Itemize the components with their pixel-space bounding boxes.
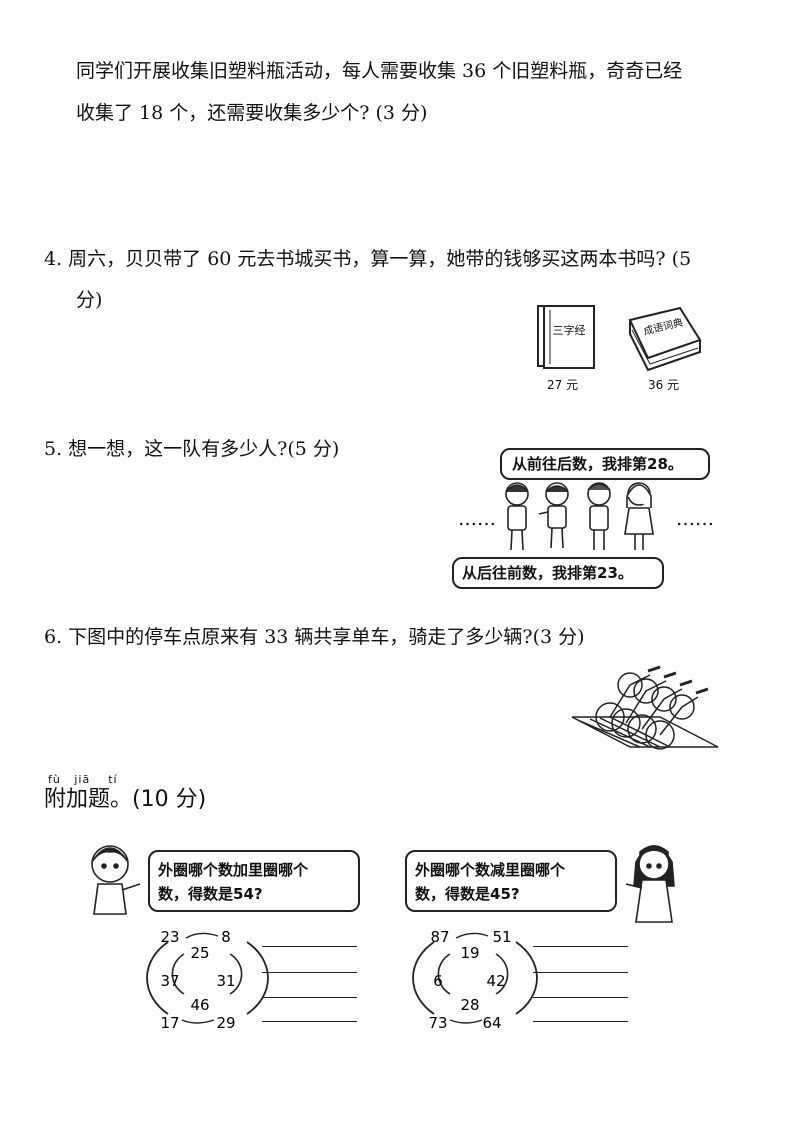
left-outer-n2: 8 bbox=[221, 928, 231, 946]
left-outer-n3: 37 bbox=[160, 972, 179, 990]
left-inner-n2: 46 bbox=[190, 996, 209, 1014]
left-bubble-line1: 外圈哪个数加里圈哪个 bbox=[158, 861, 309, 879]
dots-left: …… bbox=[458, 508, 496, 530]
right-outer-n5: 73 bbox=[428, 1014, 447, 1032]
book2-price: 36 元 bbox=[648, 378, 680, 392]
right-speech-bubble: 外圈哪个数减里圈哪个 数，得数是45? bbox=[405, 850, 617, 912]
right-inner-n1: 19 bbox=[460, 944, 479, 962]
right-outer-n1: 87 bbox=[430, 928, 449, 946]
speech-bubble-front: 从前往后数，我排第28。 bbox=[500, 448, 710, 480]
right-outer-n3: 6 bbox=[433, 972, 443, 990]
book1-price: 27 元 bbox=[547, 378, 579, 392]
left-outer-n6: 29 bbox=[216, 1014, 235, 1032]
left-answer-blank-3[interactable] bbox=[262, 997, 357, 998]
dots-right: …… bbox=[676, 508, 714, 530]
right-bubble-line2: 数，得数是45? bbox=[415, 885, 520, 903]
right-answer-blank-4[interactable] bbox=[533, 1021, 628, 1022]
left-answer-blank-2[interactable] bbox=[262, 972, 357, 973]
extra-title-text: 附加题。 bbox=[44, 787, 133, 812]
right-outer-n4: 42 bbox=[486, 972, 505, 990]
left-outer-n4: 31 bbox=[216, 972, 235, 990]
books-illustration: 三字经 成语词典 bbox=[537, 305, 702, 372]
extra-title: 附加题。(10 分) bbox=[44, 785, 206, 815]
boy-illustration bbox=[91, 845, 141, 915]
bubble-back-text: 从后往前数，我排第23。 bbox=[462, 564, 633, 582]
left-number-circle: 23 8 37 31 17 29 25 46 bbox=[146, 928, 269, 1032]
left-bubble-line2: 数，得数是54? bbox=[158, 885, 263, 903]
left-outer-n1: 23 bbox=[160, 928, 179, 946]
right-bubble-line1: 外圈哪个数减里圈哪个 bbox=[415, 861, 566, 879]
right-inner-n2: 28 bbox=[460, 996, 479, 1014]
left-answer-blank-1[interactable] bbox=[262, 946, 357, 947]
left-inner-n1: 25 bbox=[190, 944, 209, 962]
pinyin-jia: jiā bbox=[74, 773, 91, 786]
right-outer-n6: 64 bbox=[482, 1014, 501, 1032]
right-answer-blank-2[interactable] bbox=[533, 972, 628, 973]
right-answer-blank-1[interactable] bbox=[533, 946, 628, 947]
left-answer-blank-4[interactable] bbox=[262, 1021, 357, 1022]
speech-bubble-back: 从后往前数，我排第23。 bbox=[452, 557, 664, 589]
shared-bikes-illustration bbox=[571, 665, 719, 750]
right-number-circle: 87 51 6 42 73 64 19 28 bbox=[412, 928, 538, 1032]
q5-line: 5. 想一想，这一队有多少人?(5 分) bbox=[44, 438, 340, 460]
q3-line1: 同学们开展收集旧塑料瓶活动，每人需要收集 36 个旧塑料瓶，奇奇已经 bbox=[76, 60, 683, 82]
right-outer-n2: 51 bbox=[492, 928, 511, 946]
book1-title: 三字经 bbox=[553, 323, 586, 337]
q6-line: 6. 下图中的停车点原来有 33 辆共享单车，骑走了多少辆?(3 分) bbox=[44, 626, 585, 648]
q3-line2: 收集了 18 个，还需要收集多少个? (3 分) bbox=[76, 102, 428, 124]
queue-children-illustration bbox=[505, 482, 654, 551]
left-speech-bubble: 外圈哪个数加里圈哪个 数，得数是54? bbox=[148, 850, 360, 912]
girl-illustration bbox=[625, 845, 675, 923]
right-answer-blank-3[interactable] bbox=[533, 997, 628, 998]
pinyin-row: fù jiā tí bbox=[48, 773, 118, 786]
pinyin-ti: tí bbox=[108, 773, 118, 786]
q4-line1: 4. 周六，贝贝带了 60 元去书城买书，算一算，她带的钱够买这两本书吗? (5 bbox=[44, 248, 692, 270]
left-outer-n5: 17 bbox=[160, 1014, 179, 1032]
book-sanzijing: 三字经 bbox=[537, 305, 595, 369]
pinyin-fu: fù bbox=[48, 773, 61, 786]
book-idiom-dictionary: 成语词典 bbox=[628, 306, 702, 372]
bubble-front-text: 从前往后数，我排第28。 bbox=[512, 455, 683, 473]
extra-score: (10 分) bbox=[132, 787, 207, 812]
q4-line2: 分) bbox=[76, 289, 103, 311]
